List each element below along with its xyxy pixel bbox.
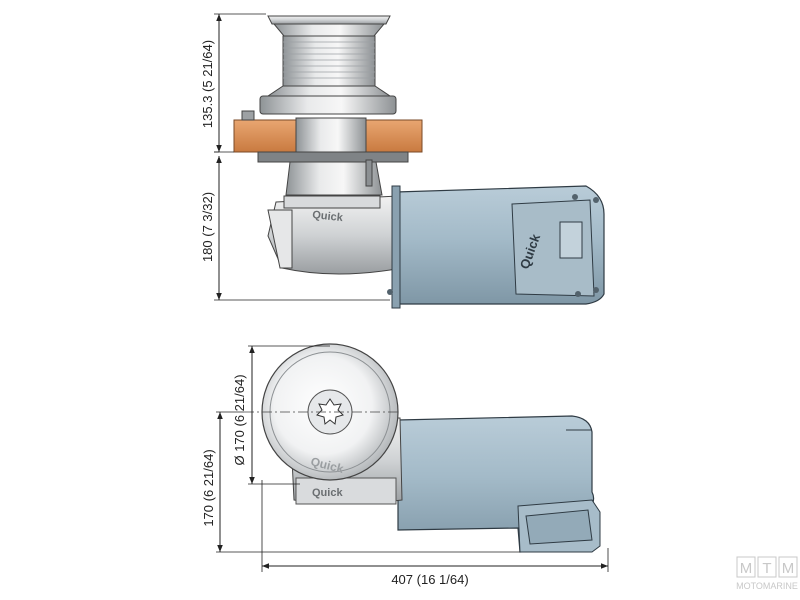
drum-diameter-label: Ø 170 (6 21/64): [232, 374, 247, 465]
capstan-drum: [259, 15, 397, 115]
side-upper-height-label: 135.3 (5 21/64): [200, 40, 215, 128]
dimension-side-upper: 135.3 (5 21/64): [200, 13, 266, 153]
watermark-letter-3: M: [782, 560, 795, 577]
motor-body: Quick: [387, 185, 605, 309]
dimension-top-height: 170 (6 21/64): [201, 411, 520, 553]
top-height-label: 170 (6 21/64): [201, 449, 216, 526]
gearbox-housing: Quick: [267, 195, 403, 275]
watermark-letter-1: M: [740, 560, 753, 577]
watermark-logo: M T M MOTOMARINE: [736, 556, 798, 591]
side-lower-height-label: 180 (7 3/32): [200, 192, 215, 262]
side-view: Quick Quick 135.3 (5 21/64) 180: [200, 13, 605, 309]
dimension-drum-diameter: Ø 170 (6 21/64): [232, 345, 330, 485]
watermark-caption: MOTOMARINE: [736, 581, 798, 591]
dimension-side-lower: 180 (7 3/32): [200, 151, 390, 301]
gearbox-brand-text: Quick: [312, 209, 345, 224]
dimension-top-length: 407 (16 1/64): [261, 480, 609, 587]
deck-plank: [233, 110, 423, 163]
watermark-letter-2: T: [762, 560, 771, 577]
gearbox-neck: [285, 161, 383, 196]
top-view: Quick Quick Ø 170 (6 21/64) 170 (6 21/64…: [201, 343, 609, 587]
gearbox-top-brand-text: Quick: [312, 487, 343, 499]
motor-top-body: [397, 415, 601, 553]
top-length-label: 407 (16 1/64): [391, 572, 468, 587]
